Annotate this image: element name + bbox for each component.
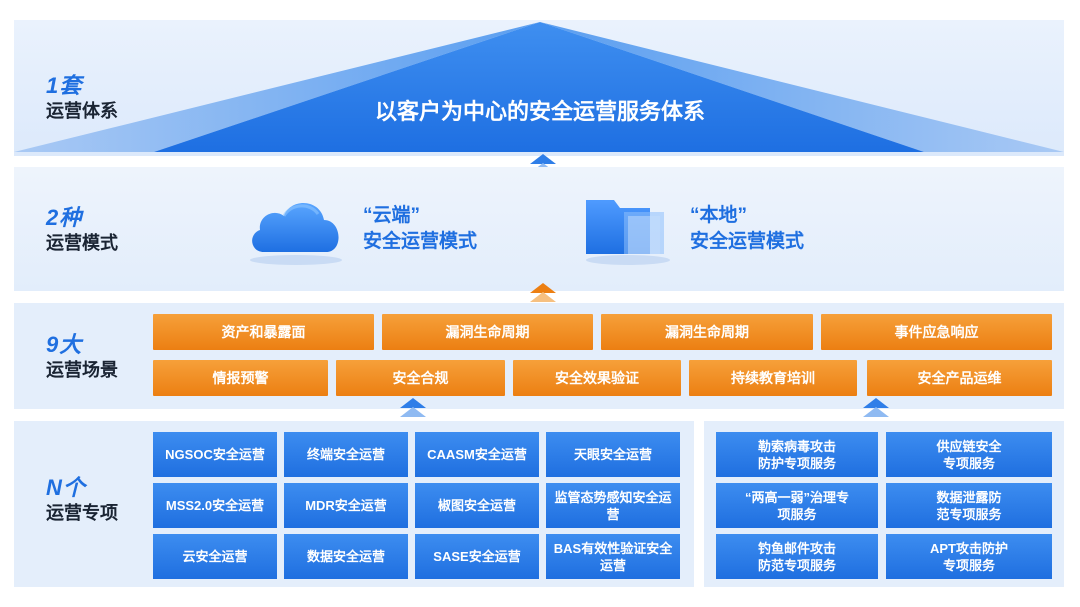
arrow-up-icon: [530, 283, 556, 302]
ops-item: 云安全运营: [153, 534, 277, 579]
service-item: APT攻击防护专项服务: [886, 534, 1052, 579]
cloud-icon: [250, 202, 342, 265]
layer-3-label: 9大 运营场景: [46, 333, 166, 381]
layer-1-title: 运营体系: [46, 101, 118, 121]
ops-item: MDR安全运营: [284, 483, 408, 528]
cloud-mode-line2: 安全运营模式: [363, 231, 478, 252]
ops-item: 椒图安全运营: [415, 483, 539, 528]
service-item: 钓鱼邮件攻击防范专项服务: [716, 534, 878, 579]
service-item: 供应链安全专项服务: [886, 432, 1052, 477]
scenario-item: 情报预警: [153, 360, 328, 396]
service-item: “两高一弱”治理专项服务: [716, 483, 878, 528]
cloud-mode-line1: “云端”: [363, 205, 421, 226]
service-item: 勒索病毒攻击防护专项服务: [716, 432, 878, 477]
scenario-item: 漏洞生命周期: [382, 314, 593, 350]
ops-item: SASE安全运营: [415, 534, 539, 579]
local-mode-line2: 安全运营模式: [690, 231, 805, 252]
layer-2-title: 运营模式: [46, 233, 118, 253]
scenario-item: 事件应急响应: [821, 314, 1052, 350]
scenario-item: 持续教育培训: [689, 360, 857, 396]
scenario-item: 安全合规: [336, 360, 505, 396]
arrow-up-icon: [400, 398, 426, 417]
folder-icon: [586, 200, 670, 265]
scenario-item: 资产和暴露面: [153, 314, 374, 350]
layer-3-title: 运营场景: [46, 360, 118, 380]
layer-2-band: [14, 167, 1064, 291]
service-item: 数据泄露防范专项服务: [886, 483, 1052, 528]
layer-4-title: 运营专项: [46, 503, 118, 523]
scenario-item: 漏洞生命周期: [601, 314, 813, 350]
layer-3-number: 9大: [46, 332, 83, 357]
local-mode-line1: “本地”: [690, 205, 748, 226]
layer-4-label: N个 运营专项: [46, 476, 166, 524]
layer-1-number: 1套: [46, 73, 83, 98]
ops-item: BAS有效性验证安全运营: [546, 534, 680, 579]
ops-item: 监管态势感知安全运营: [546, 483, 680, 528]
ops-item: NGSOC安全运营: [153, 432, 277, 477]
ops-item: MSS2.0安全运营: [153, 483, 277, 528]
layer-4-number: N个: [46, 475, 86, 500]
ops-item: CAASM安全运营: [415, 432, 539, 477]
ops-item: 终端安全运营: [284, 432, 408, 477]
ops-item: 数据安全运营: [284, 534, 408, 579]
scenario-item: 安全产品运维: [867, 360, 1052, 396]
core-banner-text: 以客户为中心的安全运营服务体系: [374, 99, 705, 124]
layer-2-label: 2种 运营模式: [46, 206, 166, 254]
arrow-up-icon: [863, 398, 889, 417]
layer-1-label: 1套 运营体系: [46, 74, 166, 122]
ops-item: 天眼安全运营: [546, 432, 680, 477]
scenario-item: 安全效果验证: [513, 360, 681, 396]
layer-2-number: 2种: [46, 205, 83, 230]
cloud-mode-title: “云端” 安全运营模式: [363, 203, 477, 255]
local-mode-title: “本地” 安全运营模式: [690, 203, 804, 255]
pyramid-roof: [14, 22, 1064, 152]
